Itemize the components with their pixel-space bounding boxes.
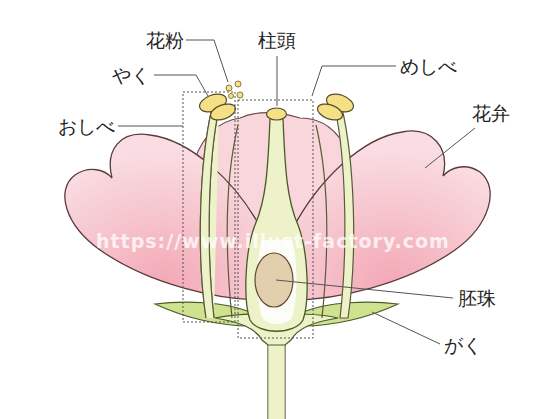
watermark: https://www.illust-factory.com xyxy=(96,232,450,251)
leader-lines xyxy=(118,40,475,344)
center-filament-left xyxy=(227,125,238,318)
right-anther xyxy=(315,91,356,123)
ovule xyxy=(255,253,293,307)
stigma xyxy=(267,108,287,120)
part-label: 柱頭 xyxy=(258,31,296,50)
part-label: 花粉 xyxy=(146,31,184,50)
left-filament xyxy=(200,108,219,318)
part-label: 胚珠 xyxy=(458,289,496,308)
part-label: めしべ xyxy=(400,57,457,76)
part-label: 花弁 xyxy=(472,104,510,123)
part-label: おしべ xyxy=(58,117,115,136)
pollen-grains xyxy=(226,81,243,99)
left-anther xyxy=(197,91,238,123)
part-label: やく xyxy=(112,66,150,85)
center-filament-right xyxy=(316,125,327,318)
stamen-bracket xyxy=(183,92,235,322)
pistil xyxy=(246,118,307,331)
part-label: がく xyxy=(444,336,482,355)
pistil-bracket xyxy=(238,100,313,338)
left-petal xyxy=(65,134,262,300)
